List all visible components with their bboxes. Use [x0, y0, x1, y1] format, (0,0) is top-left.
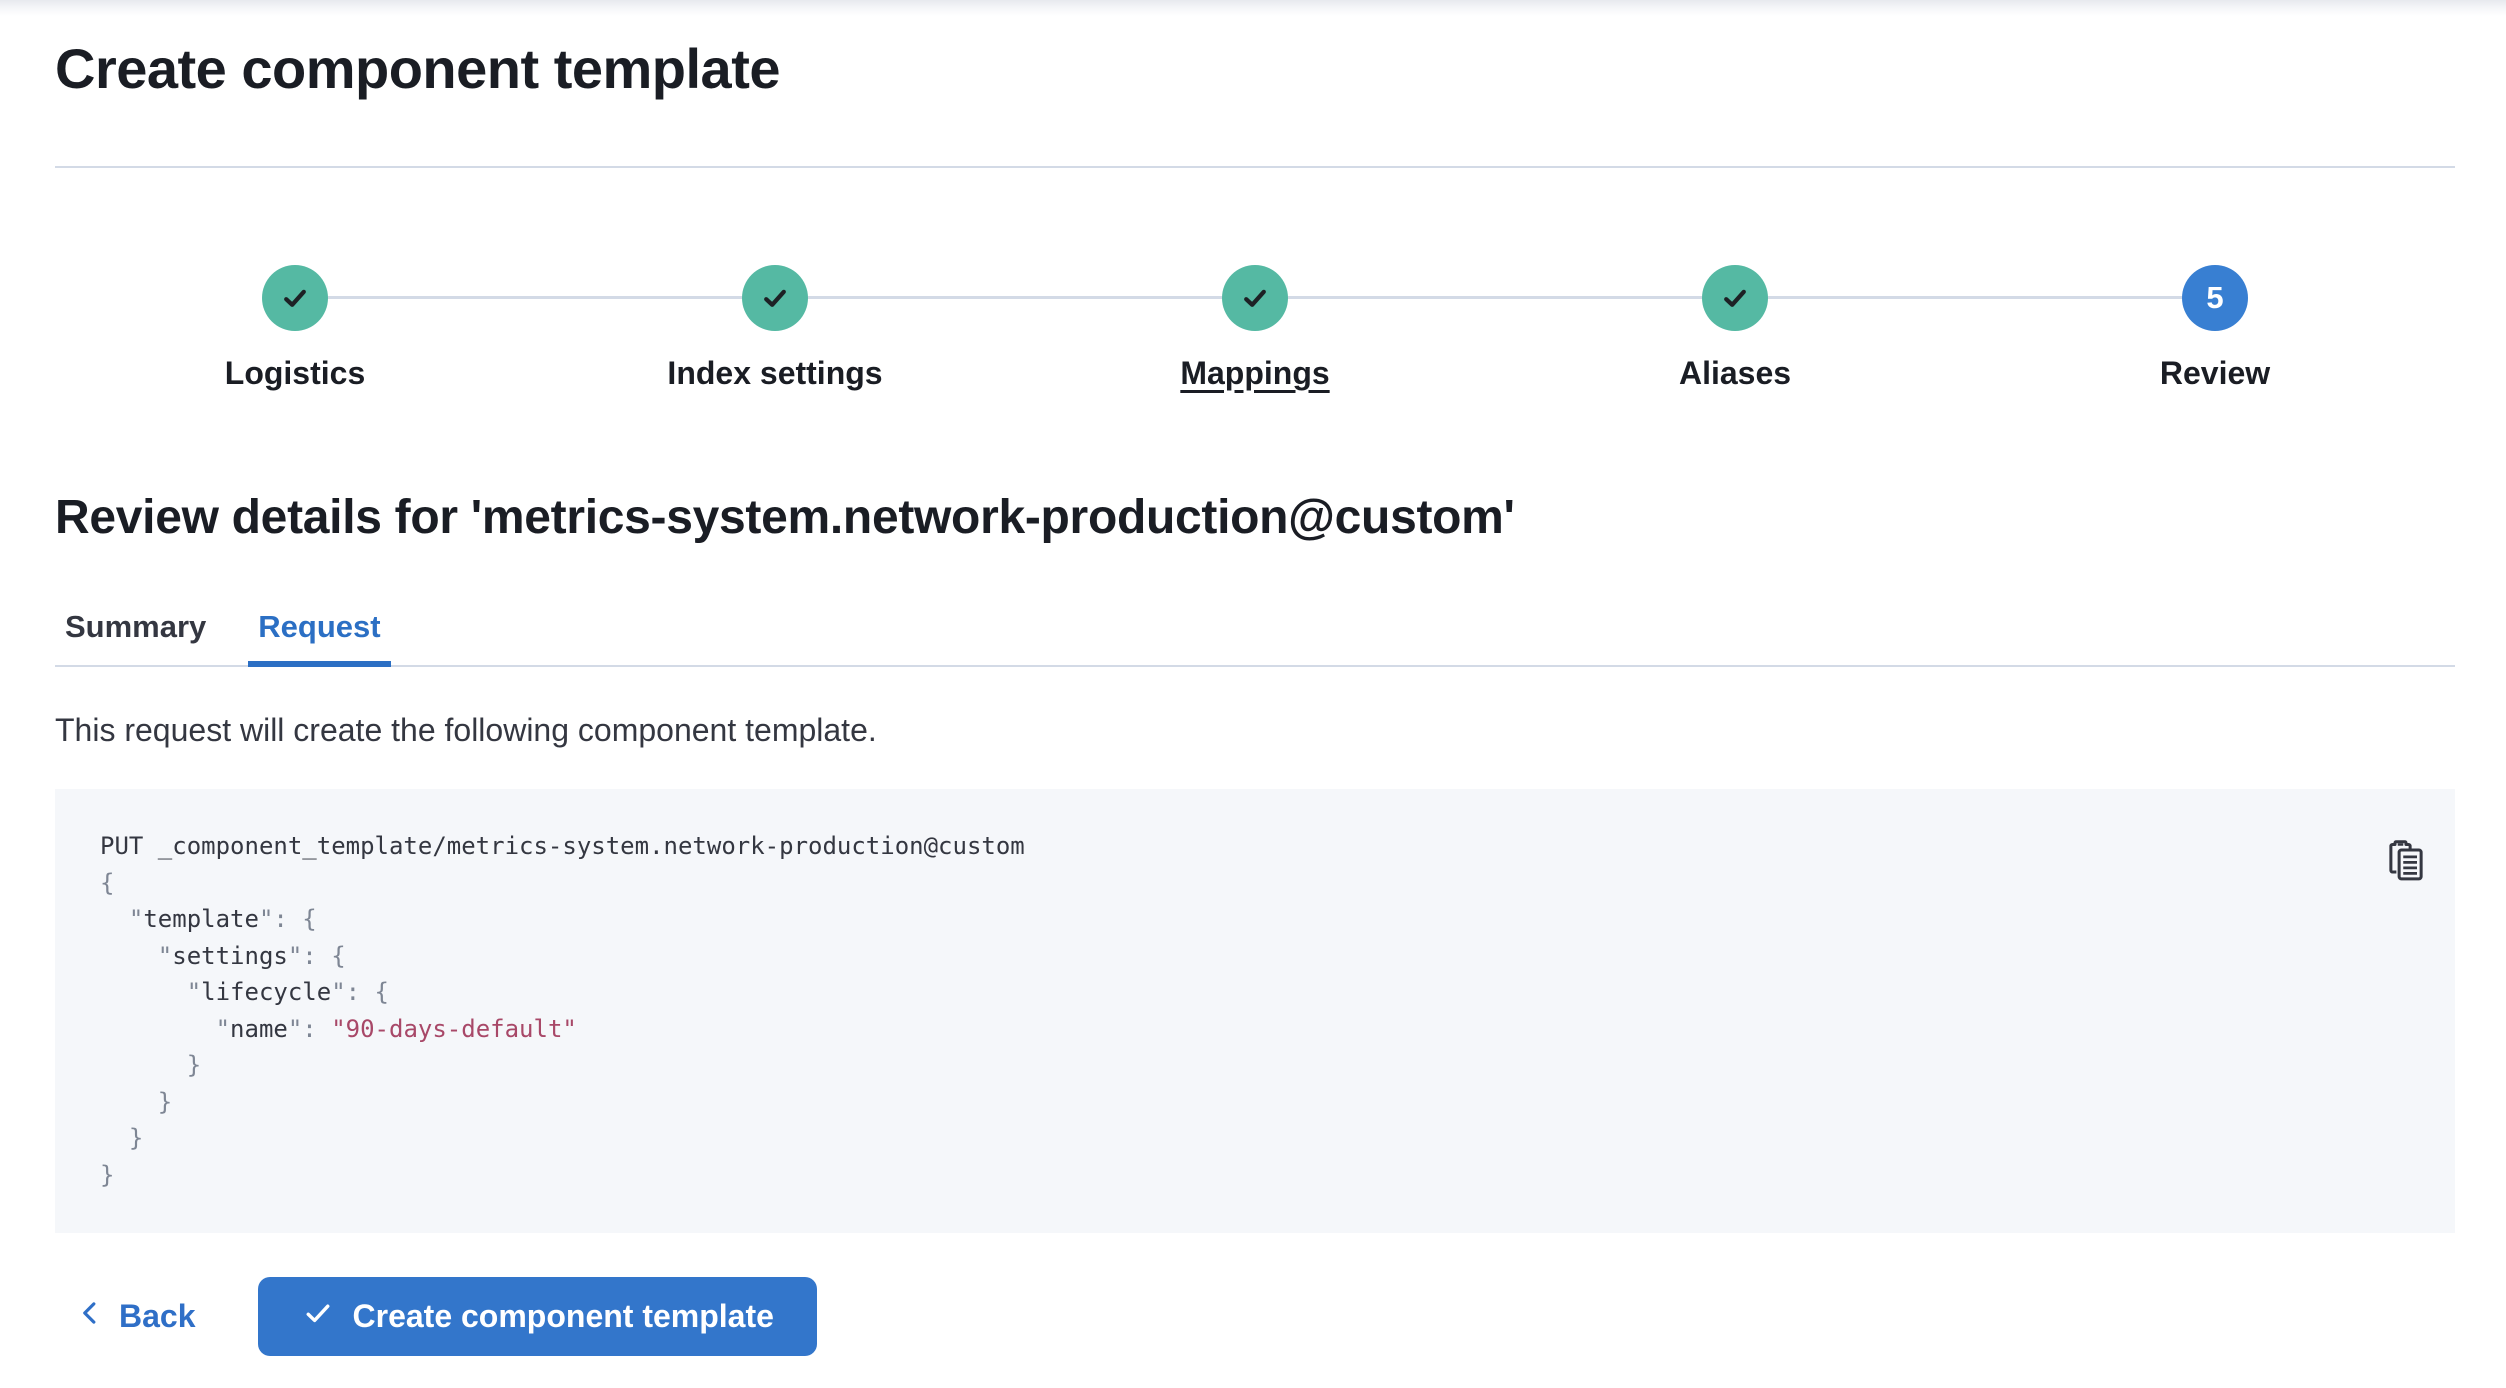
step-logistics[interactable]: Logistics	[55, 265, 535, 393]
top-edge-shadow	[0, 0, 2506, 16]
check-icon	[301, 1296, 335, 1338]
wizard-stepper: Logistics Index settings Mappings Aliase…	[55, 265, 2455, 393]
tab-summary[interactable]: Summary	[65, 609, 207, 644]
back-button[interactable]: Back	[76, 1298, 196, 1335]
tab-request[interactable]: Request	[248, 609, 391, 667]
step-label: Mappings	[1180, 355, 1330, 391]
step-review-current: 5 Review	[1975, 265, 2455, 393]
copy-to-clipboard-button[interactable]	[2383, 839, 2429, 885]
code-content: PUT _component_template/metrics-system.n…	[100, 832, 1025, 1189]
step-label: Index settings	[667, 355, 883, 391]
title-divider	[55, 166, 2455, 168]
step-complete-check-icon	[742, 265, 808, 331]
step-label: Aliases	[1678, 355, 1792, 391]
review-tabs: Summary Request	[55, 609, 2455, 667]
step-label: Review	[2159, 355, 2271, 391]
step-index-settings[interactable]: Index settings	[535, 265, 1015, 393]
request-code-block: PUT _component_template/metrics-system.n…	[55, 789, 2455, 1233]
step-aliases[interactable]: Aliases	[1495, 265, 1975, 393]
step-label: Logistics	[224, 355, 366, 391]
step-mappings[interactable]: Mappings	[1015, 265, 1495, 393]
create-component-template-button[interactable]: Create component template	[257, 1277, 817, 1356]
footer-actions: Back Create component template	[55, 1277, 2455, 1356]
chevron-left-icon	[76, 1298, 104, 1335]
page-title: Create component template	[55, 37, 781, 100]
back-button-label: Back	[119, 1298, 196, 1334]
review-details-heading: Review details for 'metrics-system.netwo…	[55, 491, 1515, 544]
copy-clipboard-icon	[2384, 839, 2428, 886]
step-number-badge: 5	[2182, 265, 2248, 331]
step-complete-check-icon	[1222, 265, 1288, 331]
step-complete-check-icon	[1702, 265, 1768, 331]
create-button-label: Create component template	[352, 1298, 774, 1334]
request-description: This request will create the following c…	[55, 712, 877, 748]
step-number: 5	[2206, 280, 2224, 315]
step-complete-check-icon	[262, 265, 328, 331]
